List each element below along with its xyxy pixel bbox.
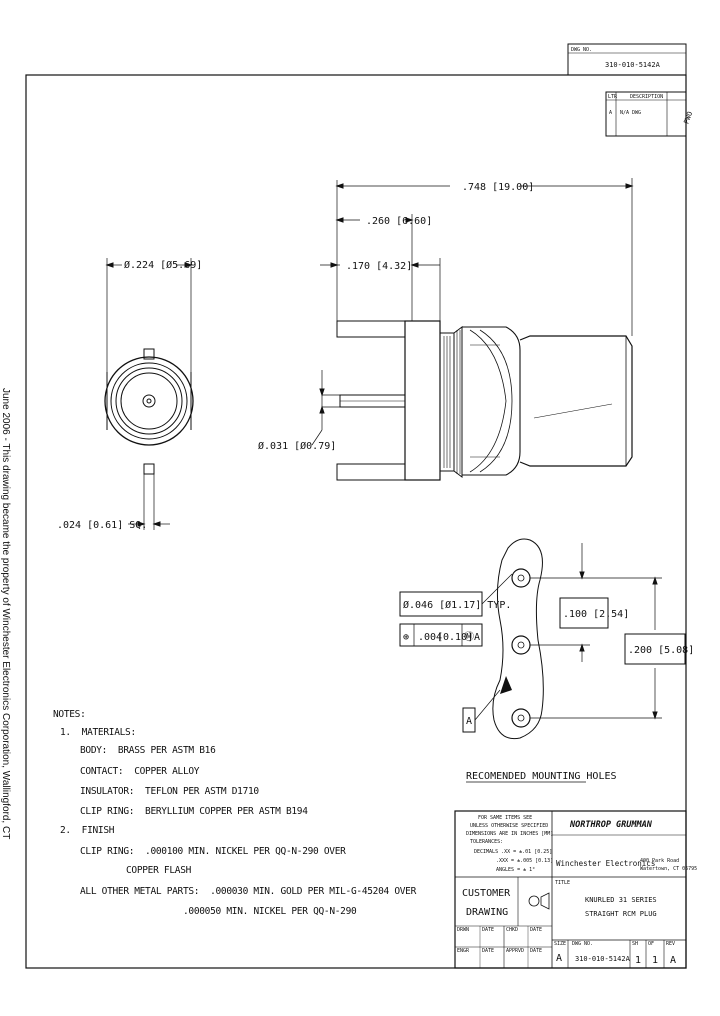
note-clip-finish-1: CLIP RING: .000100 MIN. NICKEL PER QQ-N-… xyxy=(80,846,346,857)
mounting-holes-view xyxy=(399,538,686,783)
drawing-label: DRAWING xyxy=(466,907,508,918)
sheet-number: 1 xyxy=(635,955,641,966)
drawing-number-block: DWG NO. 310-010-5142A xyxy=(567,43,687,76)
svg-text:FOR SAME ITEMS SEE: FOR SAME ITEMS SEE xyxy=(478,815,532,821)
note-other-2: .000050 MIN. NICKEL PER QQ-N-290 xyxy=(183,906,357,917)
svg-text:.XXX = ±.005 [0.13]: .XXX = ±.005 [0.13] xyxy=(496,858,553,864)
note-2: 2. FINISH xyxy=(60,825,115,836)
span-dim: .200 [5.08] xyxy=(628,645,694,656)
side-view xyxy=(311,178,634,481)
svg-text:LTR: LTR xyxy=(608,94,618,100)
hole-dia-dim: Ø.046 [Ø1.17] TYP. xyxy=(403,599,511,611)
note-1: 1. MATERIALS: xyxy=(60,727,136,738)
dwg-number-bottom: 310-010-5142A xyxy=(575,955,631,963)
notes-title: NOTES: xyxy=(53,709,86,720)
revision-block: LTR DESCRIPTION A N/A DWG PWO xyxy=(605,91,694,137)
part-title-line1: KNURLED 31 SERIES xyxy=(585,896,657,904)
position-tol: .004 xyxy=(418,632,442,643)
dwg-number-top: 310-010-5142A xyxy=(605,61,661,69)
svg-text:400 Park Road: 400 Park Road xyxy=(640,858,679,864)
svg-text:DWG NO.: DWG NO. xyxy=(572,941,593,947)
svg-text:DRWN: DRWN xyxy=(457,927,469,933)
svg-text:UNLESS OTHERWISE SPECIFIED: UNLESS OTHERWISE SPECIFIED xyxy=(470,823,548,829)
svg-text:DWG NO.: DWG NO. xyxy=(571,47,592,53)
tolerance-block: FOR SAME ITEMS SEE UNLESS OTHERWISE SPEC… xyxy=(466,815,553,873)
pitch-dim: .100 [2.54] xyxy=(563,609,629,620)
mmc-symbol: Ⓜ xyxy=(464,631,474,643)
svg-text:DATE: DATE xyxy=(530,948,542,954)
customer-label: CUSTOMER xyxy=(462,888,511,899)
svg-text:SIZE: SIZE xyxy=(554,941,566,947)
flange-to-rear-dim: .260 [6.60] xyxy=(366,216,432,227)
front-view xyxy=(104,258,194,530)
svg-text:DESCRIPTION: DESCRIPTION xyxy=(630,94,663,100)
svg-text:APPRVD: APPRVD xyxy=(506,948,524,954)
division-name: Winchester Electronics xyxy=(556,859,655,868)
note-body: BODY: BRASS PER ASTM B16 xyxy=(80,745,216,756)
rev-value: A xyxy=(670,955,676,966)
overall-length-dim: .748 [19.00] xyxy=(462,182,534,193)
datum-label: A xyxy=(466,716,472,727)
body-dia-dim: Ø.224 [Ø5.69] xyxy=(124,259,202,271)
size-value: A xyxy=(556,953,562,964)
part-title-line2: STRAIGHT RCM PLUG xyxy=(585,910,657,918)
note-contact: CONTACT: COPPER ALLOY xyxy=(80,766,200,777)
note-clip: CLIP RING: BERYLLIUM COPPER PER ASTM B19… xyxy=(80,806,308,817)
company-name: NORTHROP GRUMMAN xyxy=(569,820,653,830)
svg-text:ANGLES = ± 1°: ANGLES = ± 1° xyxy=(496,867,535,873)
sheet-of: 1 xyxy=(652,955,658,966)
mounting-caption: RECOMENDED MOUNTING HOLES xyxy=(466,771,617,782)
title-block xyxy=(454,810,687,969)
svg-text:SH: SH xyxy=(632,941,638,947)
svg-text:TOLERANCES:: TOLERANCES: xyxy=(470,839,503,845)
note-clip-finish-2: COPPER FLASH xyxy=(126,865,192,876)
knurl-pattern xyxy=(443,330,461,474)
datum-ref: A xyxy=(474,632,480,643)
svg-text:N/A DWG: N/A DWG xyxy=(620,110,641,116)
position-tol-metric: [0.10] xyxy=(437,632,473,643)
note-insulator: INSULATOR: TEFLON PER ASTM D1710 xyxy=(80,786,259,797)
svg-text:DECIMALS .XX = ±.01 [0.25]: DECIMALS .XX = ±.01 [0.25] xyxy=(474,849,552,855)
svg-text:DATE: DATE xyxy=(482,927,494,933)
svg-text:DATE: DATE xyxy=(530,927,542,933)
svg-text:PWO: PWO xyxy=(682,110,694,125)
pin-length-dim: .170 [4.32] xyxy=(346,261,412,272)
note-other-1: ALL OTHER METAL PARTS: .000030 MIN. GOLD… xyxy=(80,886,417,897)
svg-text:A: A xyxy=(609,110,612,116)
svg-text:DATE: DATE xyxy=(482,948,494,954)
svg-text:CHKD: CHKD xyxy=(506,927,518,933)
drawing-border xyxy=(25,74,687,969)
svg-text:DIMENSIONS ARE IN INCHES [MM]: DIMENSIONS ARE IN INCHES [MM] xyxy=(466,831,553,837)
svg-text:TITLE: TITLE xyxy=(555,880,570,886)
ownership-side-text: June 2006 - This drawing became the prop… xyxy=(0,388,11,840)
svg-text:OF: OF xyxy=(648,941,654,947)
svg-text:REV: REV xyxy=(666,941,675,947)
svg-text:ENGR: ENGR xyxy=(457,948,470,954)
flange-sq-dim: .024 [0.61] SQ. xyxy=(57,520,147,531)
svg-text:Watertown, CT 06795: Watertown, CT 06795 xyxy=(640,866,697,872)
position-tol-symbol: ⊕ xyxy=(403,632,409,643)
pin-dia-dim: Ø.031 [Ø0.79] xyxy=(258,440,336,452)
